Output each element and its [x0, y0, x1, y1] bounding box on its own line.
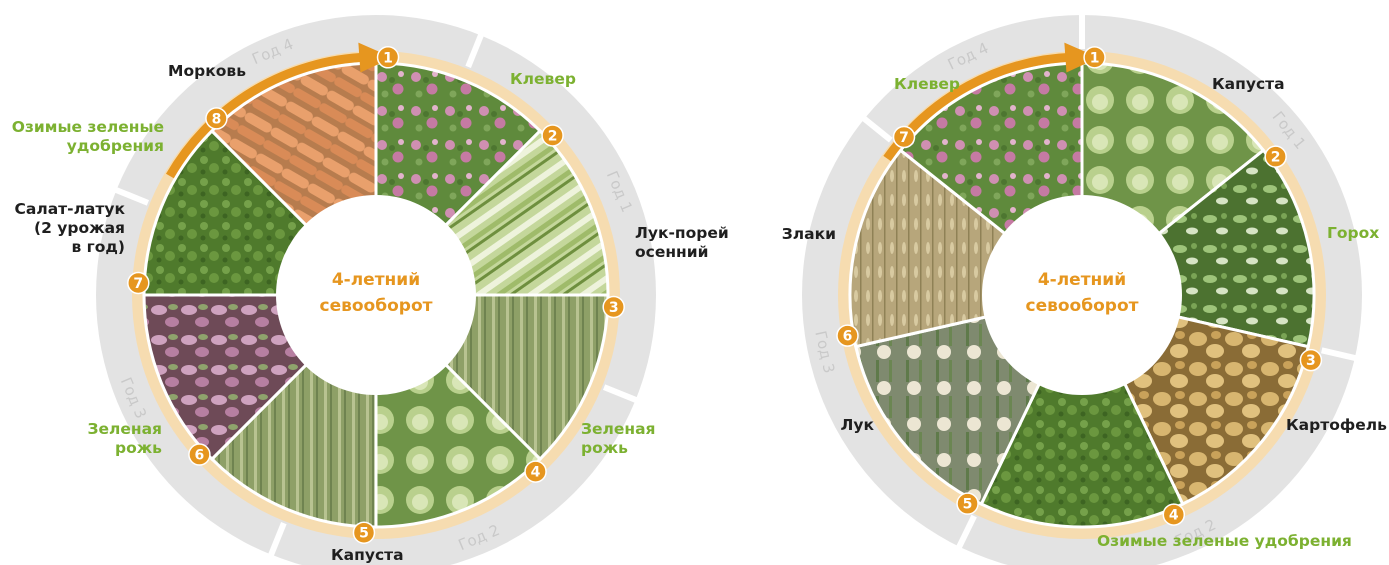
crop-label-left-8: Морковь	[140, 62, 246, 81]
crop-label-right-6: Злаки	[770, 225, 836, 244]
center-title: 4-летний	[332, 270, 420, 290]
crop-label-left-4: Капуста	[331, 546, 404, 565]
crop-number: 8	[212, 111, 222, 127]
crop-label-right-5: Лук	[820, 416, 874, 435]
center-title: севооборот	[1026, 296, 1139, 316]
crop-label-right-1: Капуста	[1212, 75, 1285, 94]
crop-label-right-7: Клевер	[860, 75, 960, 94]
crop-number: 5	[359, 526, 369, 542]
crop-label-right-2: Горох	[1327, 224, 1379, 243]
crop-number: 1	[383, 50, 393, 66]
crop-number: 3	[609, 300, 619, 316]
crop-number: 3	[1306, 353, 1316, 369]
center-title: 4-летний	[1038, 270, 1126, 290]
crop-number: 2	[548, 128, 558, 144]
crop-number: 1	[1090, 50, 1100, 66]
crop-number: 6	[843, 329, 853, 345]
crop-number: 6	[195, 448, 205, 464]
center-disc	[276, 195, 476, 395]
crop-label-left-1: Клевер	[510, 70, 576, 89]
crop-number: 2	[1271, 150, 1281, 166]
crop-number: 4	[1169, 508, 1179, 524]
crop-number: 7	[899, 130, 909, 146]
crop-number: 5	[963, 497, 973, 513]
crop-number: 7	[133, 276, 143, 292]
crop-number: 4	[531, 465, 541, 481]
center-title: севооборот	[320, 296, 433, 316]
crop-label-right-3: Картофель	[1286, 416, 1387, 435]
center-disc	[982, 195, 1182, 395]
crop-label-right-4: Озимые зеленые удобрения	[1097, 532, 1352, 551]
